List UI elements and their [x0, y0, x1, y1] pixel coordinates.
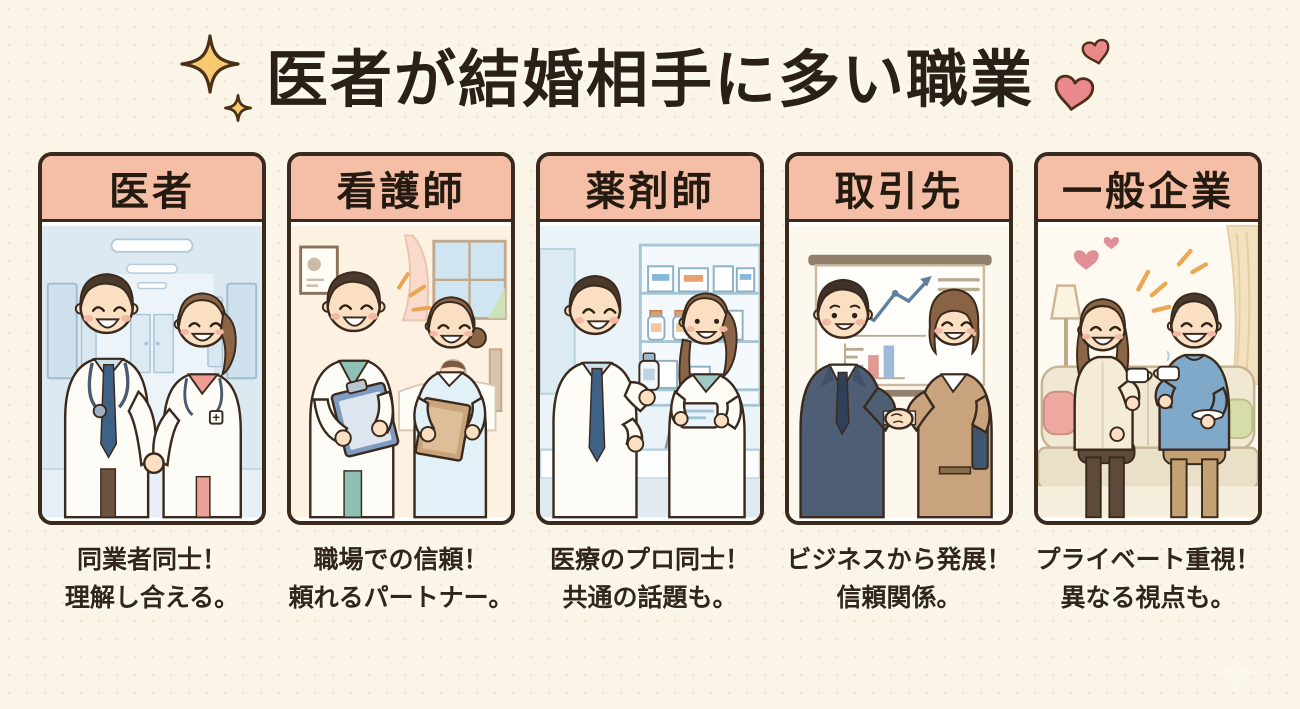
hearts-icon	[1054, 38, 1110, 111]
card-business-partner-illustration	[789, 222, 1009, 521]
couple-coffee-illustration	[1038, 224, 1258, 519]
card-pharmacist-header: 薬剤師	[540, 156, 760, 222]
description-line: 医療のプロ同士！	[549, 545, 750, 574]
description-line: 職場での信頼！	[313, 545, 489, 574]
card-doctor-header: 医者	[42, 156, 262, 222]
description-doctor: 同業者同士！ 理解し合える。	[38, 541, 266, 616]
card-pharmacist: 薬剤師	[536, 152, 764, 525]
description-line: 異なる視点も。	[1060, 582, 1236, 612]
description-pharmacist: 医療のプロ同士！ 共通の話題も。	[536, 541, 764, 616]
doctor-nurse-illustration	[291, 225, 511, 519]
corner-sparkle-icon	[1212, 649, 1260, 697]
card-general-company-header: 一般企業	[1038, 156, 1258, 222]
page-title: 医者が結婚相手に多い職業	[265, 43, 1034, 116]
description-line: 同業者同士！	[76, 545, 227, 574]
card-general-company-illustration	[1038, 222, 1258, 521]
descriptions-row: 同業者同士！ 理解し合える。 職場での信頼！ 頼れるパートナー。 医療のプロ同士…	[38, 541, 1262, 616]
cards-row: 医者	[38, 152, 1262, 525]
description-nurse: 職場での信頼！ 頼れるパートナー。	[287, 541, 515, 616]
card-business-partner: 取引先	[785, 152, 1013, 525]
business-handshake-illustration	[789, 225, 1009, 519]
card-general-company: 一般企業	[1034, 152, 1262, 525]
card-business-partner-header: 取引先	[789, 156, 1009, 222]
description-line: 理解し合える。	[64, 582, 240, 612]
description-line: ビジネスから発展！	[786, 545, 1012, 574]
card-nurse-header: 看護師	[291, 156, 511, 222]
description-line: プライベート重視！	[1035, 545, 1261, 574]
doctor-couple-illustration	[42, 225, 262, 519]
description-business-partner: ビジネスから発展！ 信頼関係。	[785, 541, 1013, 616]
card-nurse-illustration	[291, 222, 511, 521]
title-row: 医者が結婚相手に多い職業	[0, 22, 1300, 126]
card-doctor-illustration	[42, 222, 262, 521]
description-line: 共通の話題も。	[562, 582, 738, 612]
description-general-company: プライベート重視！ 異なる視点も。	[1034, 541, 1262, 616]
card-nurse: 看護師	[287, 152, 515, 525]
description-line: 頼れるパートナー。	[288, 582, 514, 612]
sparkles-icon	[180, 34, 252, 122]
description-line: 信頼関係。	[836, 582, 962, 612]
doctor-pharmacist-illustration	[540, 225, 760, 519]
card-pharmacist-illustration	[540, 222, 760, 521]
card-doctor: 医者	[38, 152, 266, 525]
